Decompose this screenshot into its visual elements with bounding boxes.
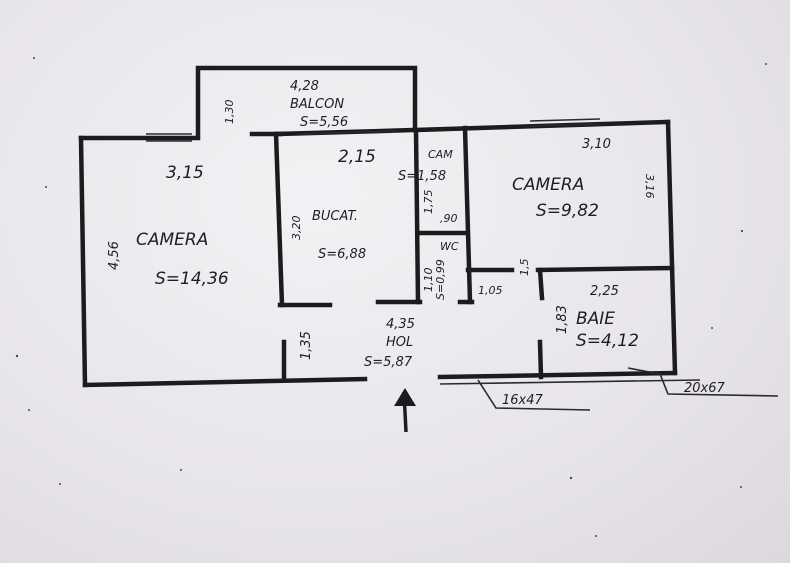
balcony-name: BALCON [290, 97, 344, 112]
pantry-dim-bottom: ,90 [440, 212, 458, 225]
pantry-area: S=1,58 [398, 169, 446, 184]
room-left-area: S=14,36 [155, 269, 229, 289]
pantry-dim-side: 1,75 [422, 190, 435, 215]
bath-dim-side: 1,83 [555, 305, 570, 334]
door-size-note: 16x47 [502, 393, 544, 408]
bath-area: S=4,12 [576, 331, 639, 351]
kitchen-name: BUCAT. [312, 209, 358, 224]
room-left-name: CAMERA [136, 230, 208, 250]
hall-dim-a: 1,05 [478, 284, 503, 297]
hall-area: S=5,87 [364, 355, 413, 370]
balcony-dim-side: 1,30 [223, 100, 236, 125]
pantry-name: CAM [428, 148, 453, 161]
wc-dim-side: 1,10 [422, 268, 435, 293]
entrance-arrow [394, 388, 416, 433]
room-left-dim-bottom: 1,35 [299, 331, 314, 360]
bath-dim-top: 2,25 [590, 284, 619, 299]
room-right-name: CAMERA [512, 175, 584, 195]
window-size-note: 20x67 [684, 381, 726, 396]
room-right-area: S=9,82 [536, 201, 599, 221]
hall-name: HOL [386, 335, 413, 350]
door-callouts [439, 367, 779, 411]
wc-name: WC [440, 240, 459, 253]
hall-dim-top: 4,35 [386, 317, 415, 332]
windows [146, 118, 601, 142]
kitchen-area: S=6,88 [318, 247, 366, 262]
balcony-area: S=5,56 [300, 115, 348, 130]
kitchen-dim-side: 3,20 [290, 216, 303, 241]
hall-dim-b: 1,5 [518, 259, 531, 277]
room-left-dim-side: 4,56 [107, 241, 122, 270]
paper-specks [15, 57, 767, 537]
room-left-dim-top: 3,15 [166, 163, 204, 183]
bath-name: BAIE [576, 309, 615, 329]
balcony-dim-top: 4,28 [290, 79, 319, 94]
room-right-dim-side: 3,16 [643, 174, 656, 199]
kitchen-dim-top: 2,15 [338, 147, 376, 167]
wc-area: S=0,99 [434, 259, 447, 300]
room-right-dim-top: 3,10 [582, 137, 611, 152]
